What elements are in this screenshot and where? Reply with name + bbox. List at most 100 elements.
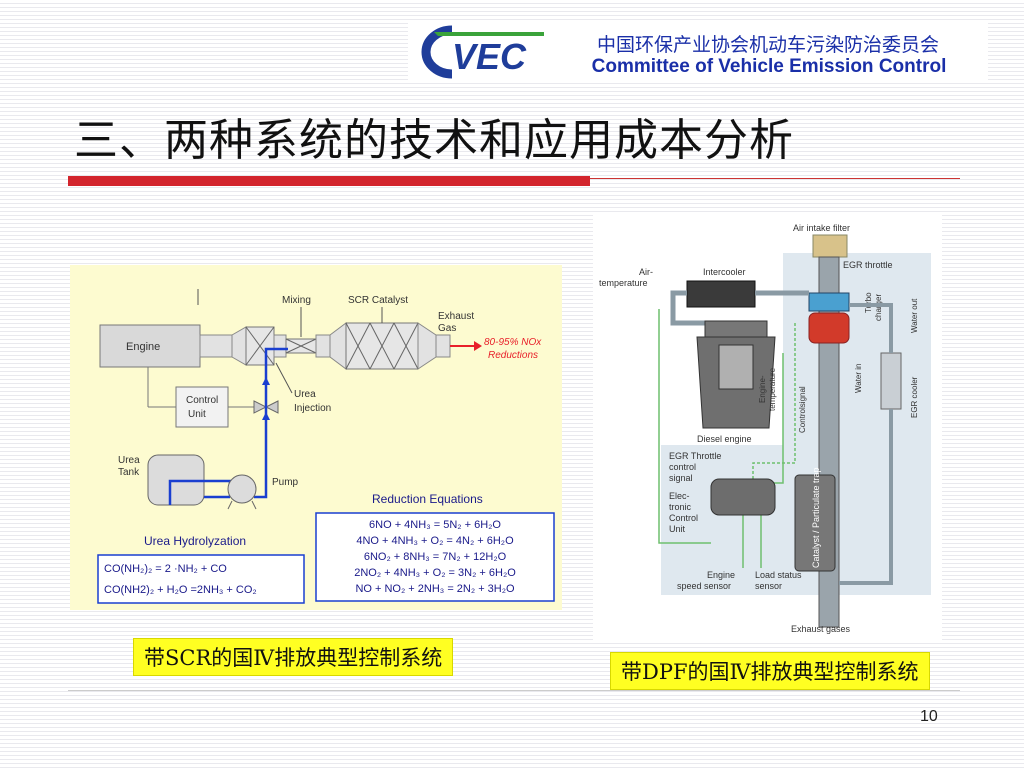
engine-temp-label-1: Engine-: [758, 375, 767, 403]
nox-reduction-label-2: Reductions: [488, 350, 538, 361]
hydrolyzation-title: Urea Hydrolyzation: [144, 534, 246, 548]
urea-arrow-1: [262, 412, 270, 420]
signal-wire-control: [752, 323, 796, 483]
egr-cooler: [880, 352, 902, 410]
org-name-cn: 中国环保产业协会机动车污染防治委员会: [596, 34, 939, 56]
load-status-label-1: Load status: [755, 570, 802, 580]
logo-text: VEC: [452, 36, 527, 77]
intercooler-label: Intercooler: [703, 267, 746, 277]
title-rule-thin: [590, 178, 960, 179]
nox-reduction-label-1: 80-95% NOx: [484, 337, 542, 348]
engine-block: [99, 324, 201, 368]
urea-line: [254, 347, 288, 499]
org-name-en: Committee of Vehicle Emission Control: [591, 56, 947, 77]
egr-signal-label-1: EGR Throttle: [669, 451, 721, 461]
pump-leg-1: [227, 500, 233, 510]
egr-throttle-valve: [808, 292, 850, 312]
ecu-label-2: tronic: [669, 502, 692, 512]
outlet-pipe: [435, 334, 451, 358]
air-intake-filter: [812, 234, 848, 258]
dpf-caption: 带DPF的国Ⅳ排放典型控制系统: [610, 652, 930, 690]
egr-signal-label-2: control: [669, 462, 696, 472]
air-temp-label-2: temperature: [599, 278, 648, 288]
injection-leader: [275, 362, 293, 394]
footer-rule: [68, 690, 960, 691]
exhaust-gas-label-1: Exhaust: [438, 311, 474, 322]
egr-signal-label-3: signal: [669, 473, 693, 483]
scr-caption: 带SCR的国Ⅳ排放典型控制系统: [133, 638, 454, 676]
ecu-label-3: Control: [669, 513, 698, 523]
turbocharger: [808, 312, 850, 344]
reduction-eq-1: 6NO + 4NH₃ = 5N₂ + 6H₂O: [369, 519, 501, 531]
intercooler: [686, 280, 756, 308]
title-rule: [68, 176, 590, 186]
hydrolyzation-eq-2: CO(NH2)₂ + H₂O =2NH₃ + CO₂: [104, 584, 257, 596]
ecu-label-4: Unit: [669, 524, 686, 534]
nox-arrow-head: [474, 341, 482, 351]
mix-x2: [285, 338, 317, 354]
control-unit: [175, 386, 229, 428]
reduction-eq-2: 4NO + 4NH₃ + O₂ = 4N₂ + 6H₂O: [356, 535, 514, 547]
egr-throttle-label: EGR throttle: [843, 260, 893, 270]
catalyst-particulate-trap: [794, 474, 836, 572]
turbo-label-1: Turbo: [864, 292, 873, 313]
control-signal-label: Controlsignal: [798, 386, 807, 433]
water-in-label: Water in: [854, 364, 863, 394]
egr-cooler-label: EGR cooler: [910, 376, 919, 418]
hydrolyzation-eq-1: CO(NH₂)₂ = 2 ·NH₂ + CO: [104, 563, 227, 575]
reduction-equations-box: [315, 512, 555, 602]
egr-loop-bottom: [839, 409, 893, 585]
ecu-label-1: Elec-: [669, 491, 690, 501]
vec-logo: VEC: [421, 25, 544, 79]
page-number: 10: [920, 708, 938, 725]
egr-zone: [783, 253, 931, 448]
scr-catalyst-label: SCR Catalyst: [348, 295, 408, 306]
engine-speed-label-1: Engine: [707, 570, 735, 580]
ecu-module: [710, 478, 776, 516]
scr-x4: [369, 322, 395, 370]
urea-injection-label-2: Injection: [294, 403, 331, 414]
scr-system-diagram: Engine 80-95% NOx Reductions Mixing SCR …: [70, 265, 562, 610]
engine-head: [704, 320, 768, 338]
intercooler-pipe-left: [670, 290, 711, 326]
logo-banner: VEC: [408, 22, 988, 80]
hydrolyzation-box: [97, 554, 305, 604]
water-out-label: Water out: [910, 298, 919, 333]
page-title: 三、两种系统的技术和应用成本分析: [74, 115, 794, 166]
pipe-seg-3: [315, 334, 331, 358]
reduction-eq-3: 6NO₂ + 8NH₃ = 7N₂ + 12H₂O: [364, 551, 507, 563]
engine-label: Engine: [126, 341, 160, 353]
logo-swoosh-green: [434, 32, 544, 36]
reduction-equations-title: Reduction Equations: [372, 492, 483, 506]
signal-wire-air: [658, 309, 711, 544]
engine-speed-label-2: speed sensor: [677, 581, 731, 591]
exhaust-pipe-1: [199, 334, 233, 358]
reduction-eq-5: NO + NO₂ + 2NH₃ = 2N₂ + 3H₂O: [355, 583, 515, 595]
urea-injection-label-1: Urea: [294, 389, 316, 400]
mixing-label: Mixing: [282, 295, 311, 306]
exhaust-gas-label-2: Gas: [438, 323, 456, 334]
dpf-system-diagram: Air intake filter EGR throttle Turbo cha…: [593, 213, 942, 640]
piston: [718, 344, 754, 390]
turbo-label-2: charger: [874, 294, 883, 321]
catalyst-trap-label: Catalyst / Particulate trap: [811, 467, 821, 568]
valve-left: [253, 400, 268, 414]
load-status-label-2: sensor: [755, 581, 782, 591]
signal-wire-engine: [773, 353, 784, 484]
air-temp-label-1: Air-: [639, 267, 653, 277]
logo-swoosh-blue: [421, 25, 453, 79]
urea-tank-label-2: Tank: [118, 467, 140, 478]
scr-x2: [345, 322, 371, 370]
engine-temp-label-2: temperature: [768, 367, 777, 411]
urea-arrow-2: [262, 377, 270, 385]
diesel-engine-label: Diesel engine: [697, 434, 752, 444]
pump-label: Pump: [272, 477, 299, 488]
scr-x6: [393, 322, 419, 370]
valve-right: [264, 400, 279, 414]
egr-loop-top: [849, 303, 893, 353]
control-unit-label-2: Unit: [188, 409, 206, 420]
air-intake-label: Air intake filter: [793, 223, 850, 233]
pump-leg-2: [251, 500, 257, 510]
exhaust-gases-label: Exhaust gases: [791, 624, 851, 634]
